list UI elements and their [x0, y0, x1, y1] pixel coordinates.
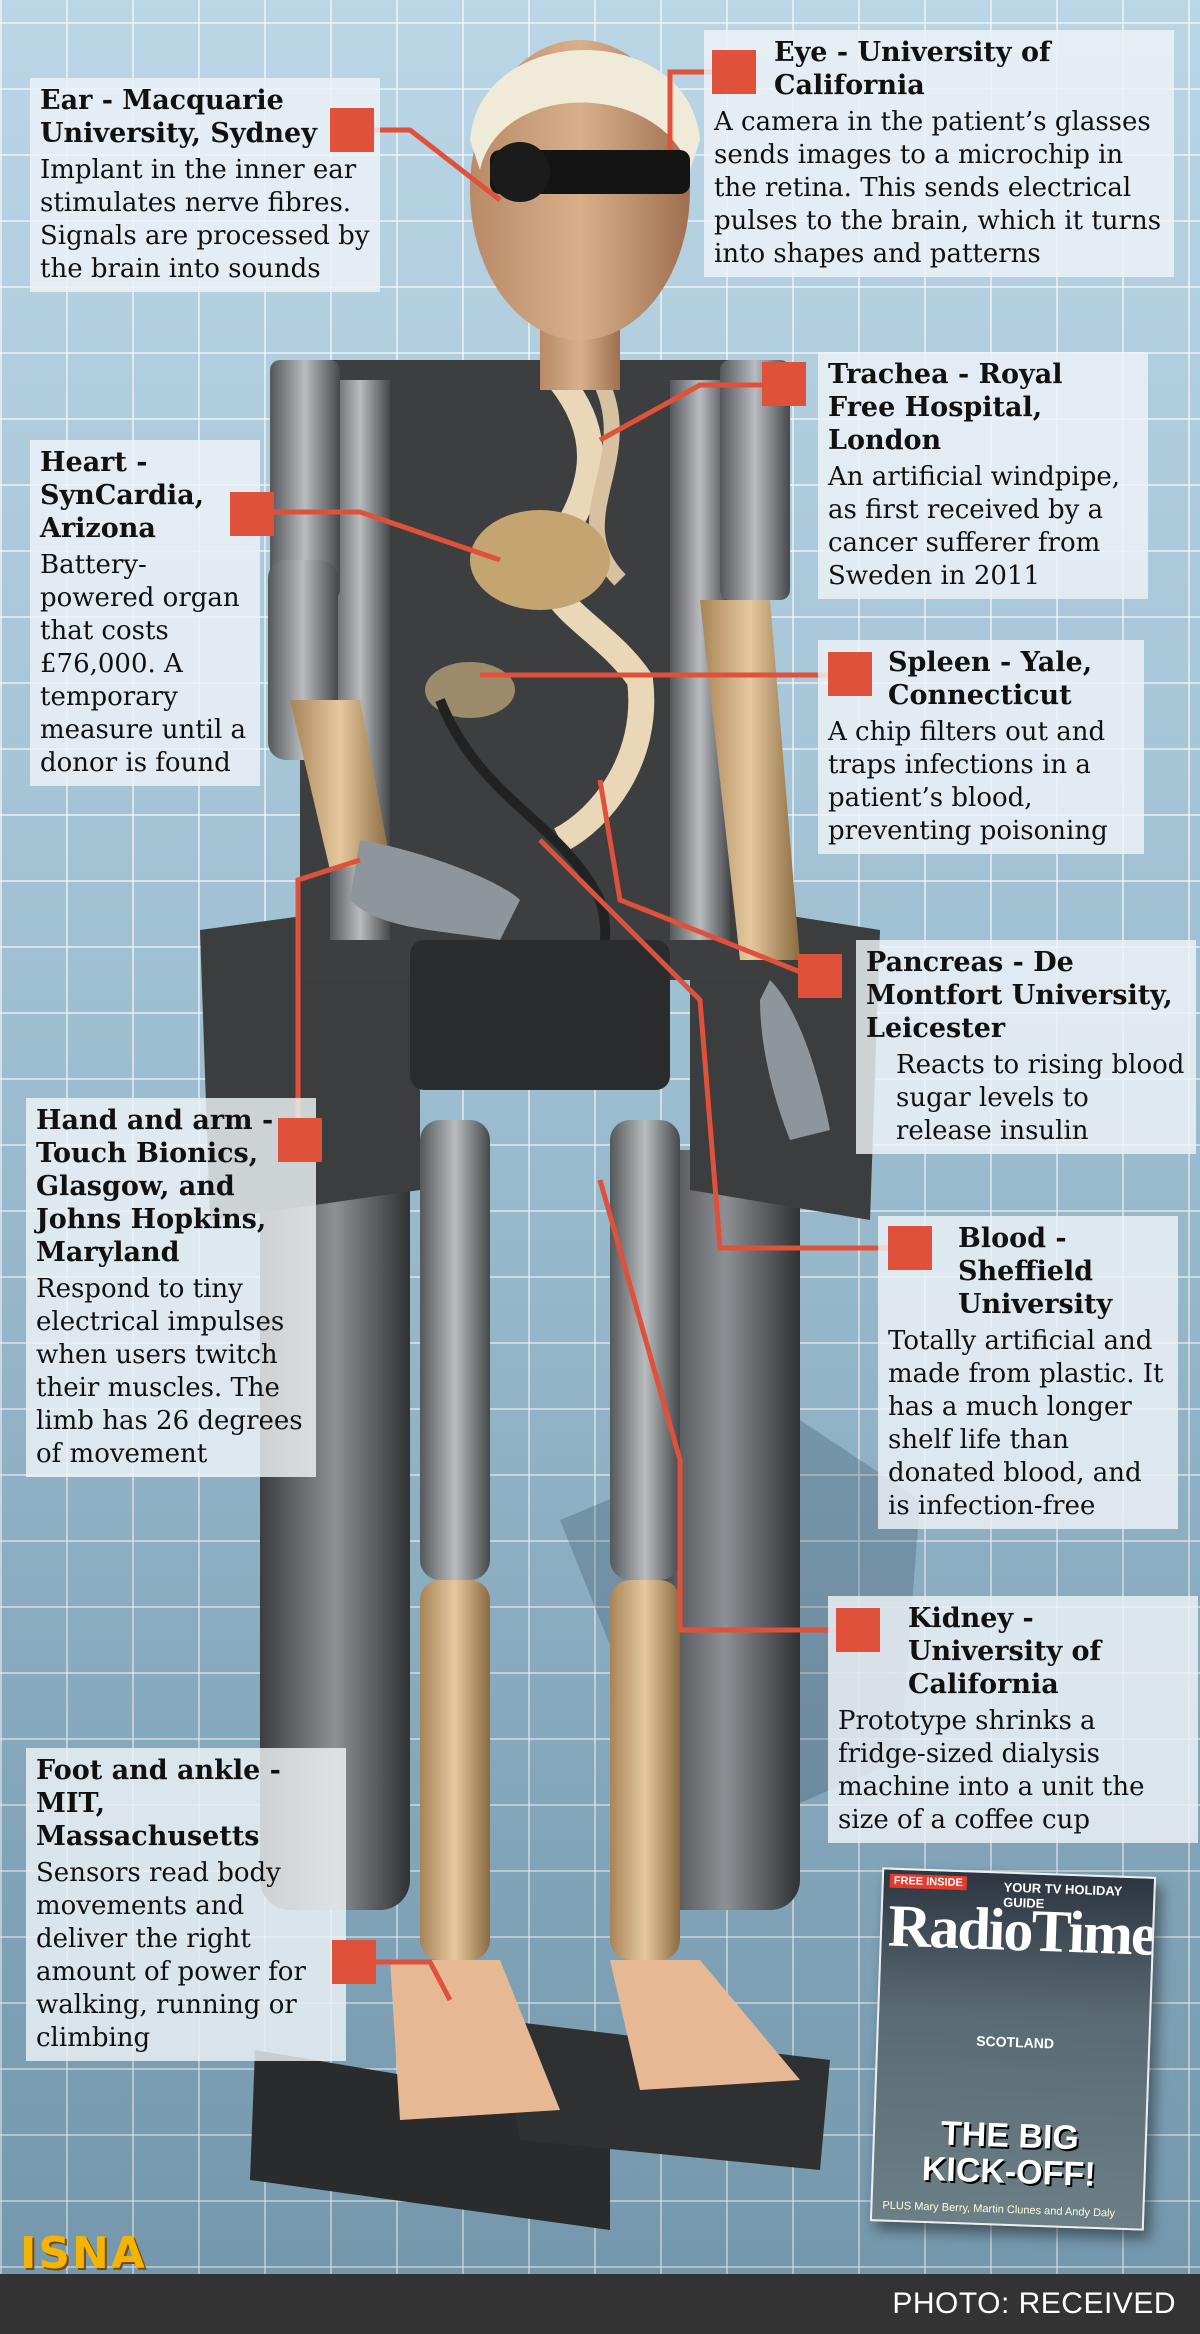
- label-eye-text: A camera in the patient’s glasses sends …: [714, 107, 1162, 269]
- label-foot-ankle-text: Sensors read body movements and deliver …: [36, 1858, 306, 2053]
- label-trachea: Trachea - Royal Free Hospital, London An…: [818, 352, 1148, 599]
- label-hand-arm: Hand and arm - Touch Bionics, Glasgow, a…: [26, 1098, 316, 1477]
- label-blood: Blood - Sheffield University Totally art…: [878, 1216, 1178, 1529]
- marker-hand-arm: [278, 1118, 322, 1162]
- label-pancreas-title: Pancreas - De Montfort University, Leice…: [866, 947, 1173, 1044]
- label-kidney: Kidney - University of California Protot…: [828, 1596, 1198, 1843]
- label-spleen-text: A chip filters out and traps infections …: [828, 717, 1108, 846]
- label-foot-ankle: Foot and ankle - MIT, Massachusetts Sens…: [26, 1748, 346, 2061]
- magazine-line1: SCOTLAND: [975, 2032, 1055, 2052]
- label-spleen: Spleen - Yale, Connecticut A chip filter…: [818, 640, 1144, 854]
- label-spleen-title: Spleen - Yale, Connecticut: [888, 647, 1093, 711]
- label-ear: Ear - Macquarie University, Sydney Impla…: [30, 78, 380, 292]
- magazine-footer: PLUS Mary Berry, Martin Clunes and Andy …: [882, 2199, 1116, 2220]
- magazine-badge: FREE INSIDE: [889, 1873, 968, 1891]
- marker-pancreas: [798, 954, 842, 998]
- marker-spleen: [828, 652, 872, 696]
- label-foot-ankle-title: Foot and ankle - MIT, Massachusetts: [36, 1755, 281, 1852]
- label-ear-text: Implant in the inner ear stimulates nerv…: [40, 155, 370, 284]
- photo-credit: PHOTO: RECEIVED: [892, 2287, 1176, 2320]
- label-hand-arm-text: Respond to tiny electrical impulses when…: [36, 1274, 303, 1469]
- isna-logo: ISNA: [20, 2228, 147, 2279]
- label-ear-title: Ear - Macquarie University, Sydney: [40, 85, 317, 149]
- marker-foot-ankle: [332, 1940, 376, 1984]
- magazine-brand: RadioTimes: [887, 1892, 1157, 1969]
- label-kidney-text: Prototype shrinks a fridge-sized dialysi…: [838, 1706, 1145, 1835]
- marker-heart: [230, 492, 274, 536]
- label-trachea-title: Trachea - Royal Free Hospital, London: [828, 359, 1063, 456]
- marker-trachea: [762, 362, 806, 406]
- label-heart-title: Heart - SynCardia, Arizona: [40, 447, 205, 544]
- marker-kidney: [836, 1608, 880, 1652]
- label-pancreas: Pancreas - De Montfort University, Leice…: [856, 940, 1196, 1154]
- label-blood-text: Totally artificial and made from plastic…: [888, 1326, 1164, 1521]
- label-hand-arm-title: Hand and arm - Touch Bionics, Glasgow, a…: [36, 1105, 274, 1268]
- footer-bar: PHOTO: RECEIVED: [0, 2274, 1200, 2334]
- label-eye-title: Eye - University of California: [774, 37, 1051, 101]
- label-trachea-text: An artificial windpipe, as first receive…: [828, 462, 1120, 591]
- label-heart: Heart - SynCardia, Arizona Battery-power…: [30, 440, 260, 786]
- magazine-cover: FREE INSIDE YOUR TV HOLIDAY GUIDE RadioT…: [869, 1867, 1157, 2231]
- marker-blood: [888, 1226, 932, 1270]
- marker-eye: [712, 50, 756, 94]
- label-kidney-title: Kidney - University of California: [908, 1603, 1102, 1700]
- magazine-headline: THE BIG KICK-OFF!: [921, 2114, 1097, 2194]
- label-pancreas-text: Reacts to rising blood sugar levels to r…: [896, 1050, 1185, 1146]
- label-blood-title: Blood - Sheffield University: [958, 1223, 1113, 1320]
- marker-ear: [330, 108, 374, 152]
- label-heart-text: Battery-powered organ that costs £76,000…: [40, 550, 247, 778]
- label-eye: Eye - University of California A camera …: [704, 30, 1174, 277]
